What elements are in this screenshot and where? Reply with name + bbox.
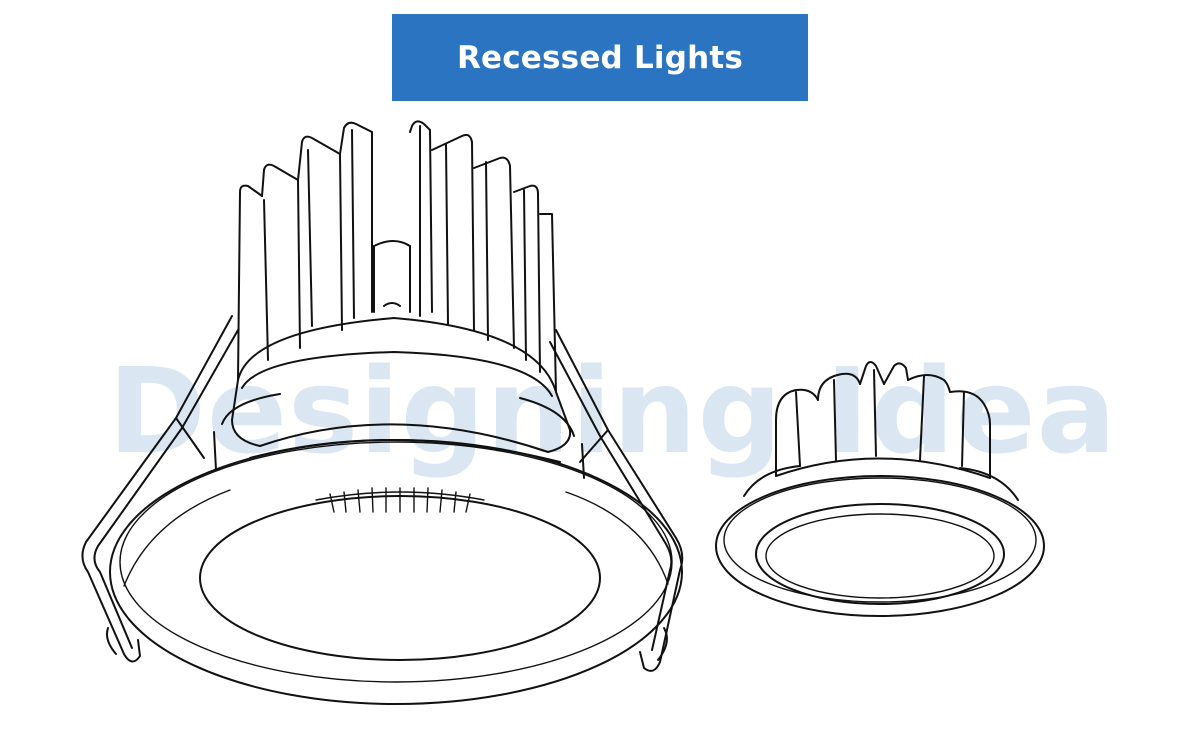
watermark: Designing Idea — [108, 342, 1118, 480]
large-light-housing — [213, 379, 585, 479]
small-recessed-light — [715, 361, 1045, 617]
small-light-trim — [715, 465, 1045, 617]
large-light-spring-clips — [81, 315, 684, 672]
page-title: Recessed Lights — [456, 39, 744, 76]
large-light-trim — [109, 439, 683, 705]
title-banner: Recessed Lights — [392, 14, 808, 101]
large-recessed-light — [81, 120, 684, 705]
large-light-heatsink — [237, 120, 557, 397]
small-light-heatsink — [775, 361, 991, 479]
